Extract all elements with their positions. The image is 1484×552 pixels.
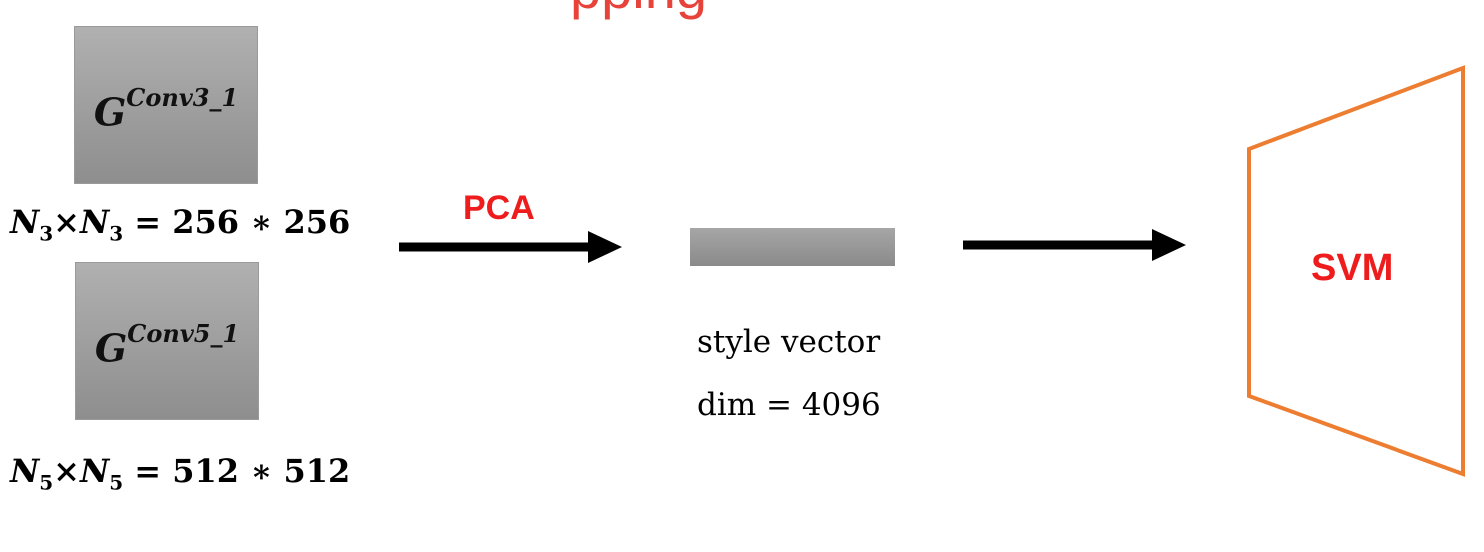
size-value: = 512 ∗ 512 bbox=[134, 452, 351, 490]
classifier-arrow bbox=[963, 229, 1186, 261]
gram-symbol: G bbox=[93, 89, 127, 135]
svm-trapezoid bbox=[1247, 65, 1465, 477]
gram-matrix-conv5-size: N5×N5 = 512 ∗ 512 bbox=[10, 452, 350, 494]
size-cols-var: N bbox=[79, 452, 110, 490]
style-vector-dim: dim = 4096 bbox=[697, 387, 881, 423]
pca-arrow bbox=[399, 231, 622, 263]
gram-superscript: Conv3_1 bbox=[126, 83, 239, 112]
size-rows-sub: 3 bbox=[39, 221, 54, 246]
size-rows-var: N bbox=[10, 203, 40, 241]
gram-symbol: G bbox=[94, 325, 128, 371]
gram-matrix-conv3-box: GConv3_1 bbox=[74, 26, 258, 184]
gram-matrix-conv5-box: GConv5_1 bbox=[75, 262, 259, 420]
pca-label: PCA bbox=[463, 189, 535, 227]
size-cols-sub: 3 bbox=[109, 221, 124, 246]
slide-title-partial: pping bbox=[570, 0, 707, 21]
size-times: × bbox=[53, 452, 80, 490]
gram-matrix-conv3-size: N3×N3 = 256 ∗ 256 bbox=[10, 203, 350, 245]
size-cols-var: N bbox=[79, 203, 110, 241]
svm-label: SVM bbox=[1311, 247, 1394, 289]
style-vector-name: style vector bbox=[697, 324, 881, 360]
gram-matrix-conv3-label: GConv3_1 bbox=[75, 83, 257, 135]
style-vector-bar bbox=[690, 228, 895, 266]
gram-superscript: Conv5_1 bbox=[127, 319, 240, 348]
size-value: = 256 ∗ 256 bbox=[134, 203, 351, 241]
size-rows-sub: 5 bbox=[39, 470, 54, 495]
size-times: × bbox=[53, 203, 80, 241]
size-rows-var: N bbox=[10, 452, 40, 490]
size-cols-sub: 5 bbox=[109, 470, 124, 495]
gram-matrix-conv5-label: GConv5_1 bbox=[76, 319, 258, 371]
